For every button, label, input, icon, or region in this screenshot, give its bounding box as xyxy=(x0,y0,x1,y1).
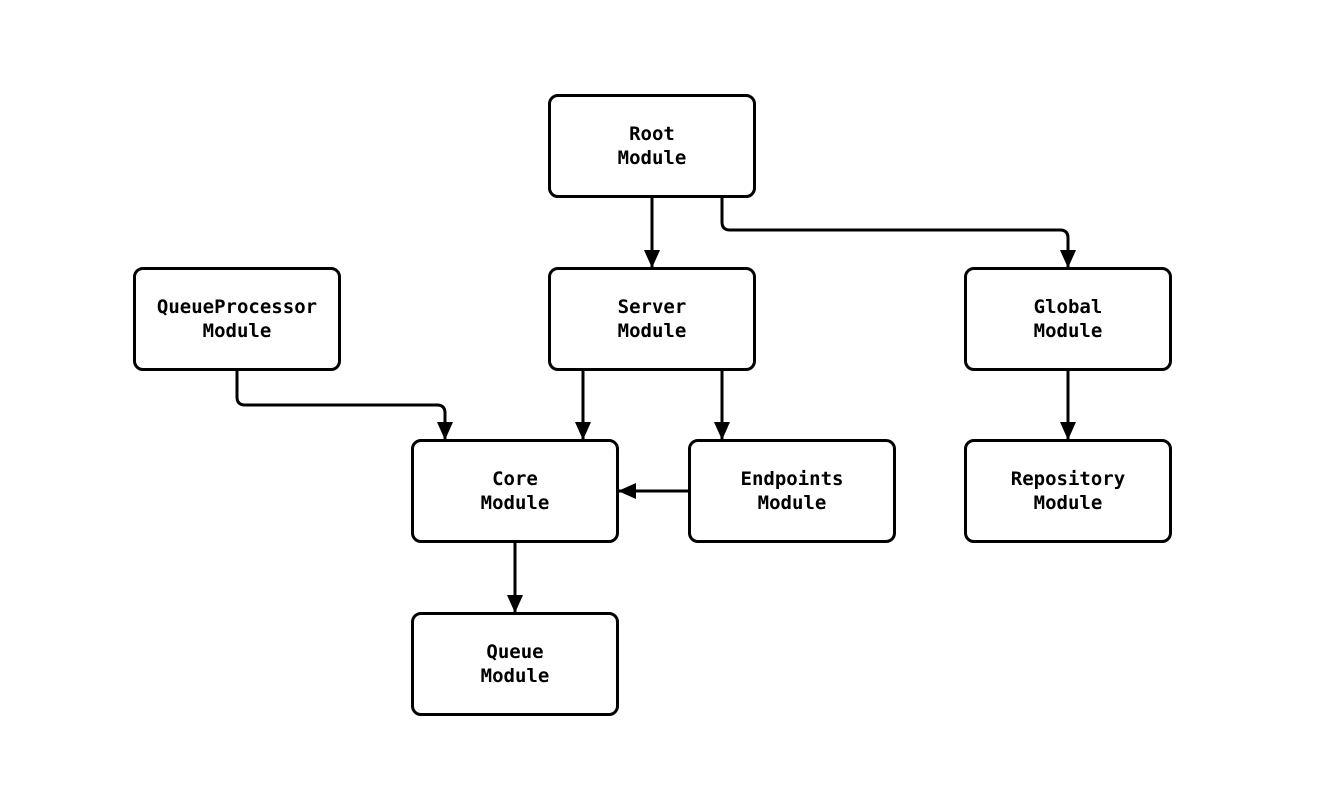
node-endpoints-module: Endpoints Module xyxy=(688,439,896,543)
node-server-module: Server Module xyxy=(548,267,756,371)
edge-root-to-global xyxy=(720,198,1076,268)
node-core-module: Core Module xyxy=(411,439,619,543)
node-queue-module: Queue Module xyxy=(411,612,619,716)
node-repository-module: Repository Module xyxy=(964,439,1172,543)
node-root-module: Root Module xyxy=(548,94,756,198)
node-global-module: Global Module xyxy=(964,267,1172,371)
edge-queueprocessor-to-core xyxy=(235,371,453,440)
node-queueprocessor-module: QueueProcessor Module xyxy=(133,267,341,371)
